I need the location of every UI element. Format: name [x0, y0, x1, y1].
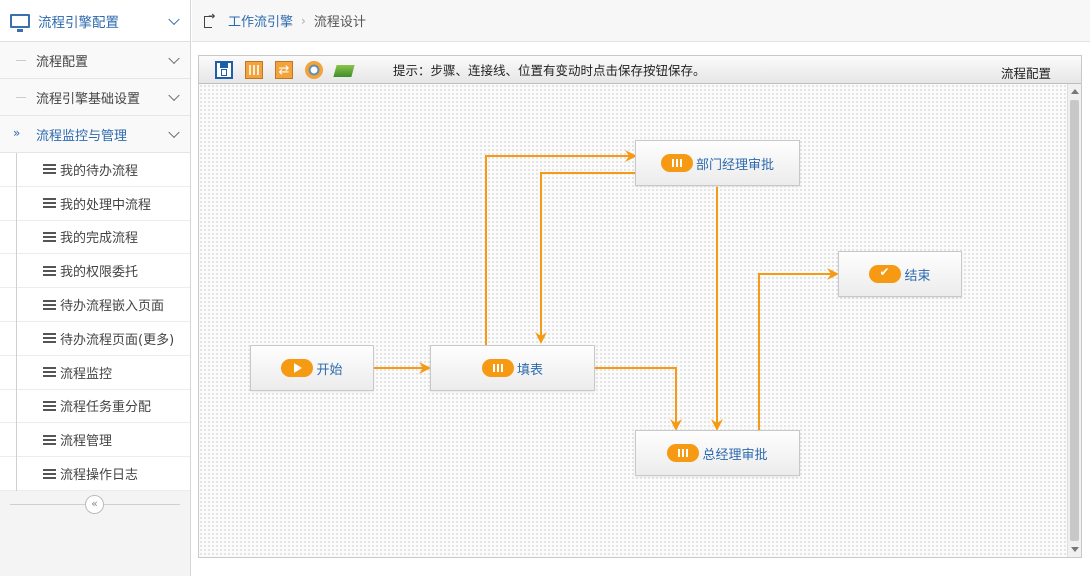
active-indicator-icon: »	[13, 126, 21, 140]
vertical-scrollbar[interactable]	[1067, 84, 1081, 557]
chevron-down-icon	[168, 89, 180, 102]
sidebar-collapse-bar: «	[0, 492, 190, 516]
flow-node-end[interactable]: 结束	[838, 251, 962, 297]
sidebar-item[interactable]: 我的待办流程	[0, 153, 190, 187]
list-icon	[43, 299, 56, 310]
breadcrumb: 工作流引擎 › 流程设计	[192, 0, 1090, 42]
preview-icon[interactable]	[333, 64, 355, 77]
sidebar-item-label: 流程监控	[60, 366, 113, 382]
list-icon	[43, 164, 56, 175]
sidebar-item[interactable]: 我的完成流程	[0, 220, 190, 255]
grid-icon	[481, 359, 514, 377]
toolbar-tip: 提示：步骤、连接线、位置有变动时点击保存按钮保存。	[393, 63, 706, 78]
chevron-down-icon	[168, 13, 180, 25]
sidebar-item-list: 我的待办流程 我的处理中流程 我的完成流程 我的权限委托 待办流程嵌入页面 待办…	[0, 153, 190, 491]
list-icon	[43, 198, 56, 209]
play-icon	[281, 359, 314, 377]
list-icon	[43, 333, 56, 344]
flow-designer-panel: 提示：步骤、连接线、位置有变动时点击保存按钮保存。 流程配置 开始 填表	[198, 55, 1082, 558]
sidebar-item[interactable]: 我的权限委托	[0, 254, 190, 289]
scroll-down-icon[interactable]	[1071, 547, 1079, 552]
list-icon	[43, 367, 56, 378]
sidebar-group-engine-settings[interactable]: 流程引擎基础设置	[0, 79, 190, 116]
list-icon	[43, 265, 56, 276]
breadcrumb-current: 流程设计	[313, 15, 366, 30]
sidebar-item-label: 待办流程页面(更多)	[60, 332, 175, 348]
sidebar-item[interactable]: 待办流程嵌入页面	[0, 288, 190, 322]
settings-icon[interactable]	[305, 60, 323, 79]
add-line-icon[interactable]	[275, 60, 293, 79]
sidebar-item-label: 待办流程嵌入页面	[60, 299, 165, 315]
sidebar-item[interactable]: 流程操作日志	[0, 457, 190, 491]
scroll-up-icon[interactable]	[1071, 89, 1079, 94]
check-icon	[869, 265, 902, 283]
save-icon[interactable]	[215, 60, 233, 79]
sidebar: 流程引擎配置 流程配置 流程引擎基础设置 » 流程监控与管理 我的待办流程 我的…	[0, 0, 191, 576]
sidebar-item[interactable]: 流程任务重分配	[0, 389, 190, 424]
list-icon	[43, 231, 56, 242]
list-icon	[43, 468, 56, 479]
sidebar-group-monitor-manage[interactable]: » 流程监控与管理	[0, 116, 190, 153]
sidebar-group-label: 流程监控与管理	[36, 128, 128, 144]
flow-node-label: 部门经理审批	[695, 157, 774, 173]
chevron-down-icon	[168, 126, 180, 139]
sidebar-group-label: 流程配置	[36, 54, 89, 70]
chevron-down-icon	[168, 52, 180, 65]
sidebar-item[interactable]: 待办流程页面(更多)	[0, 321, 190, 356]
sidebar-header[interactable]: 流程引擎配置	[0, 0, 190, 42]
sidebar-item-label: 我的权限委托	[60, 265, 139, 281]
sidebar-group-flow-config[interactable]: 流程配置	[0, 42, 190, 79]
flow-node-label: 填表	[516, 362, 543, 378]
designer-toolbar: 提示：步骤、连接线、位置有变动时点击保存按钮保存。 流程配置	[199, 56, 1081, 84]
scrollbar-thumb[interactable]	[1070, 100, 1079, 541]
flow-canvas[interactable]	[199, 84, 1067, 557]
grid-icon	[667, 444, 700, 462]
sidebar-item-label: 流程管理	[60, 434, 113, 450]
flow-node-start[interactable]: 开始	[250, 345, 374, 391]
sidebar-item[interactable]: 流程管理	[0, 423, 190, 458]
list-icon	[43, 400, 56, 411]
flow-config-label[interactable]: 流程配置	[1000, 66, 1051, 81]
sidebar-header-title: 流程引擎配置	[38, 14, 119, 31]
breadcrumb-link[interactable]: 工作流引擎	[228, 15, 294, 30]
sidebar-item[interactable]: 我的处理中流程	[0, 186, 190, 221]
collapse-sidebar-icon[interactable]: «	[85, 495, 104, 514]
monitor-icon	[10, 13, 30, 32]
exit-icon	[204, 12, 216, 28]
sidebar-item-label: 流程任务重分配	[60, 400, 152, 416]
flow-node-label: 总经理审批	[702, 447, 768, 463]
flow-node-general-manager[interactable]: 总经理审批	[635, 430, 800, 476]
breadcrumb-separator-icon: ›	[301, 13, 306, 28]
flow-node-fill[interactable]: 填表	[430, 345, 595, 391]
sidebar-item-label: 我的待办流程	[60, 163, 139, 179]
add-step-icon[interactable]	[245, 60, 263, 79]
sidebar-item-label: 我的处理中流程	[60, 197, 152, 213]
grid-icon	[660, 154, 693, 172]
sidebar-item[interactable]: 流程监控	[0, 355, 190, 390]
flow-node-dept-manager[interactable]: 部门经理审批	[635, 140, 800, 186]
sidebar-group-label: 流程引擎基础设置	[36, 91, 141, 107]
flow-node-label: 结束	[904, 268, 931, 284]
sidebar-item-label: 我的完成流程	[60, 231, 139, 247]
list-icon	[43, 434, 56, 445]
flow-node-label: 开始	[316, 362, 343, 378]
sidebar-item-label: 流程操作日志	[60, 468, 139, 484]
